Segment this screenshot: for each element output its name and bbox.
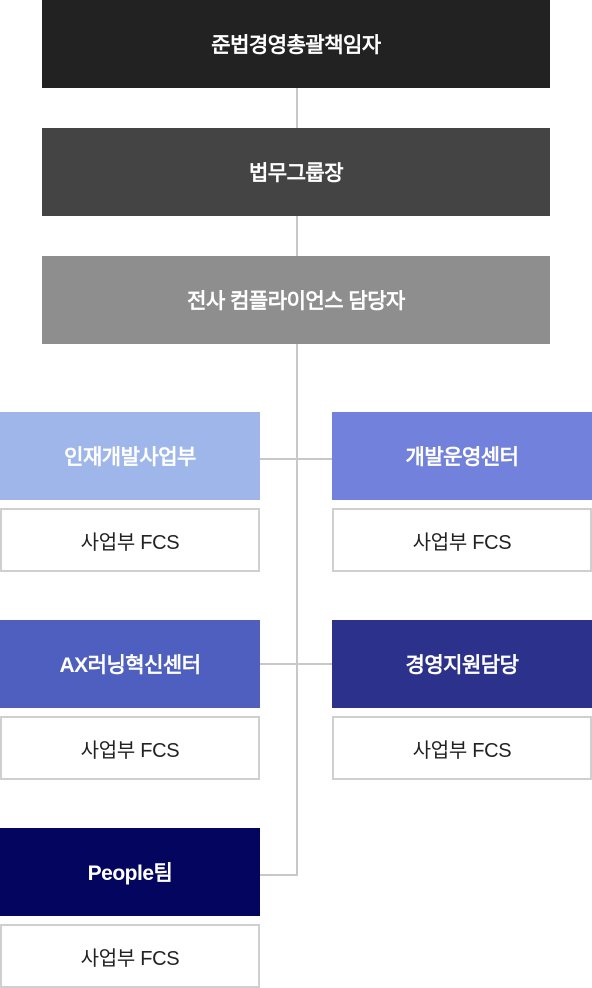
- node-dev-operations-center: 개발운영센터: [332, 412, 592, 500]
- connector-top-2: [296, 216, 298, 256]
- node-management-support-fcs: 사업부 FCS: [332, 716, 592, 780]
- connector-branch-row2: [260, 663, 332, 665]
- node-hr-development-division: 인재개발사업부: [0, 412, 260, 500]
- connector-top-1: [296, 88, 298, 128]
- connector-trunk: [296, 344, 298, 875]
- node-ax-learning-center: AX러닝혁신센터: [0, 620, 260, 708]
- node-ax-learning-fcs: 사업부 FCS: [0, 716, 260, 780]
- connector-branch-row1: [260, 458, 332, 460]
- node-people-team-fcs: 사업부 FCS: [0, 924, 260, 988]
- connector-branch-row3: [260, 874, 298, 876]
- node-dev-operations-fcs: 사업부 FCS: [332, 508, 592, 572]
- node-company-compliance-manager: 전사 컴플라이언스 담당자: [42, 256, 550, 344]
- node-hr-development-fcs: 사업부 FCS: [0, 508, 260, 572]
- node-people-team: People팀: [0, 828, 260, 916]
- node-management-support: 경영지원담당: [332, 620, 592, 708]
- node-chief-compliance-officer: 준법경영총괄책임자: [42, 0, 550, 88]
- node-legal-group-head: 법무그룹장: [42, 128, 550, 216]
